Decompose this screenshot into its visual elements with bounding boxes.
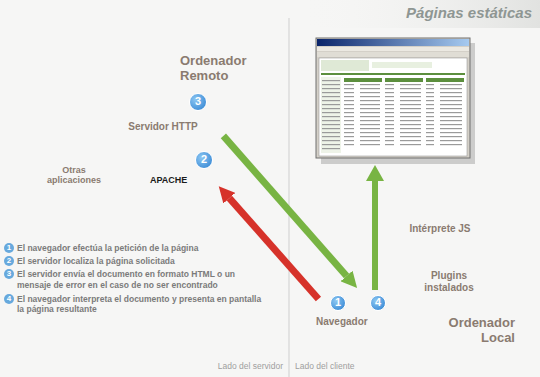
window-menu <box>317 47 469 51</box>
sidebar-lines <box>322 80 340 150</box>
ellipse-outline <box>391 216 500 256</box>
callout-number: 1 <box>330 295 346 311</box>
flash-mark <box>481 284 490 294</box>
page-banner <box>372 62 432 68</box>
step-bullet: 3 <box>4 269 14 279</box>
page-sidebar <box>321 77 341 153</box>
icon-group <box>468 225 490 251</box>
response-arrow <box>223 136 346 276</box>
feather-vein <box>122 152 172 164</box>
node-title: Servidor HTTP <box>128 121 198 133</box>
display-arrow-line <box>372 180 378 290</box>
side-label: Lado del cliente <box>295 361 395 371</box>
java-saucer <box>468 247 488 251</box>
node-title: Plugins instalados <box>420 270 478 293</box>
step-text: El servidor envía el documento en format… <box>17 269 267 289</box>
column-header <box>426 78 464 82</box>
browser-ellipse: Navegador <box>308 288 404 346</box>
ellipse-shape <box>391 216 501 257</box>
step-bullet: 4 <box>4 294 14 304</box>
icon-group <box>376 313 400 330</box>
interpreter-ellipse: Intérprete JS <box>391 216 501 257</box>
display-arrow <box>366 165 384 290</box>
java-cup-handle <box>484 240 490 246</box>
ellipse-outline <box>299 213 540 377</box>
callout-number: 3 <box>189 93 207 111</box>
flash-icon <box>478 280 494 296</box>
browser-screenshot <box>316 38 475 164</box>
window-content <box>319 58 467 156</box>
ellipse-outline <box>101 89 226 222</box>
apache-feather <box>118 148 174 170</box>
inner-arrow-line <box>200 123 203 149</box>
ie-icon <box>382 317 394 329</box>
app-ellipse: Otras aplicaciones <box>34 158 114 196</box>
column-header <box>344 78 382 82</box>
window-titlebar <box>317 39 469 46</box>
plugins-ellipse: Plugins instalados <box>414 260 504 312</box>
column-lines <box>344 84 380 148</box>
step-text: El navegador interpreta el documento y p… <box>17 294 267 314</box>
step-bullet: 2 <box>4 256 14 266</box>
column-lines <box>385 84 421 148</box>
icon-group <box>118 114 206 170</box>
java-cup <box>470 238 486 247</box>
step-text: El servidor localiza la página solicitad… <box>17 256 267 266</box>
icon-group <box>478 280 494 296</box>
window-frame <box>316 38 470 158</box>
window-toolbar <box>317 52 469 57</box>
ellipse-outline <box>35 159 114 196</box>
node-title: Intérprete JS <box>405 223 475 235</box>
column-lines <box>426 84 462 148</box>
ie-orbit <box>376 313 400 330</box>
callout-number: 4 <box>370 295 386 311</box>
ellipse-outline <box>415 261 504 312</box>
callout-number: 2 <box>195 151 213 169</box>
ellipse-outline <box>309 289 404 346</box>
page-rule <box>321 73 465 75</box>
java-steam <box>475 225 482 236</box>
node-title: Navegador <box>316 316 376 328</box>
node-title: Ordenador Remoto <box>180 54 260 84</box>
diagram-title: Páginas estáticas <box>332 4 532 21</box>
node-title: Ordenador Local <box>435 316 515 346</box>
title-band <box>300 0 540 28</box>
node-title: Otras aplicaciones <box>40 165 108 186</box>
page-logo <box>321 60 369 71</box>
node-subtitle: APACHE <box>150 175 210 185</box>
side-label: Lado del servidor <box>183 361 283 371</box>
display-arrow-head <box>366 165 384 181</box>
request-arrow <box>229 198 318 299</box>
side-divider <box>289 18 290 377</box>
step-bullet: 1 <box>4 243 14 253</box>
step-text: El navegador efectúa la petición de la p… <box>17 243 267 253</box>
ellipse-outline <box>0 23 322 284</box>
column-header <box>385 78 423 82</box>
